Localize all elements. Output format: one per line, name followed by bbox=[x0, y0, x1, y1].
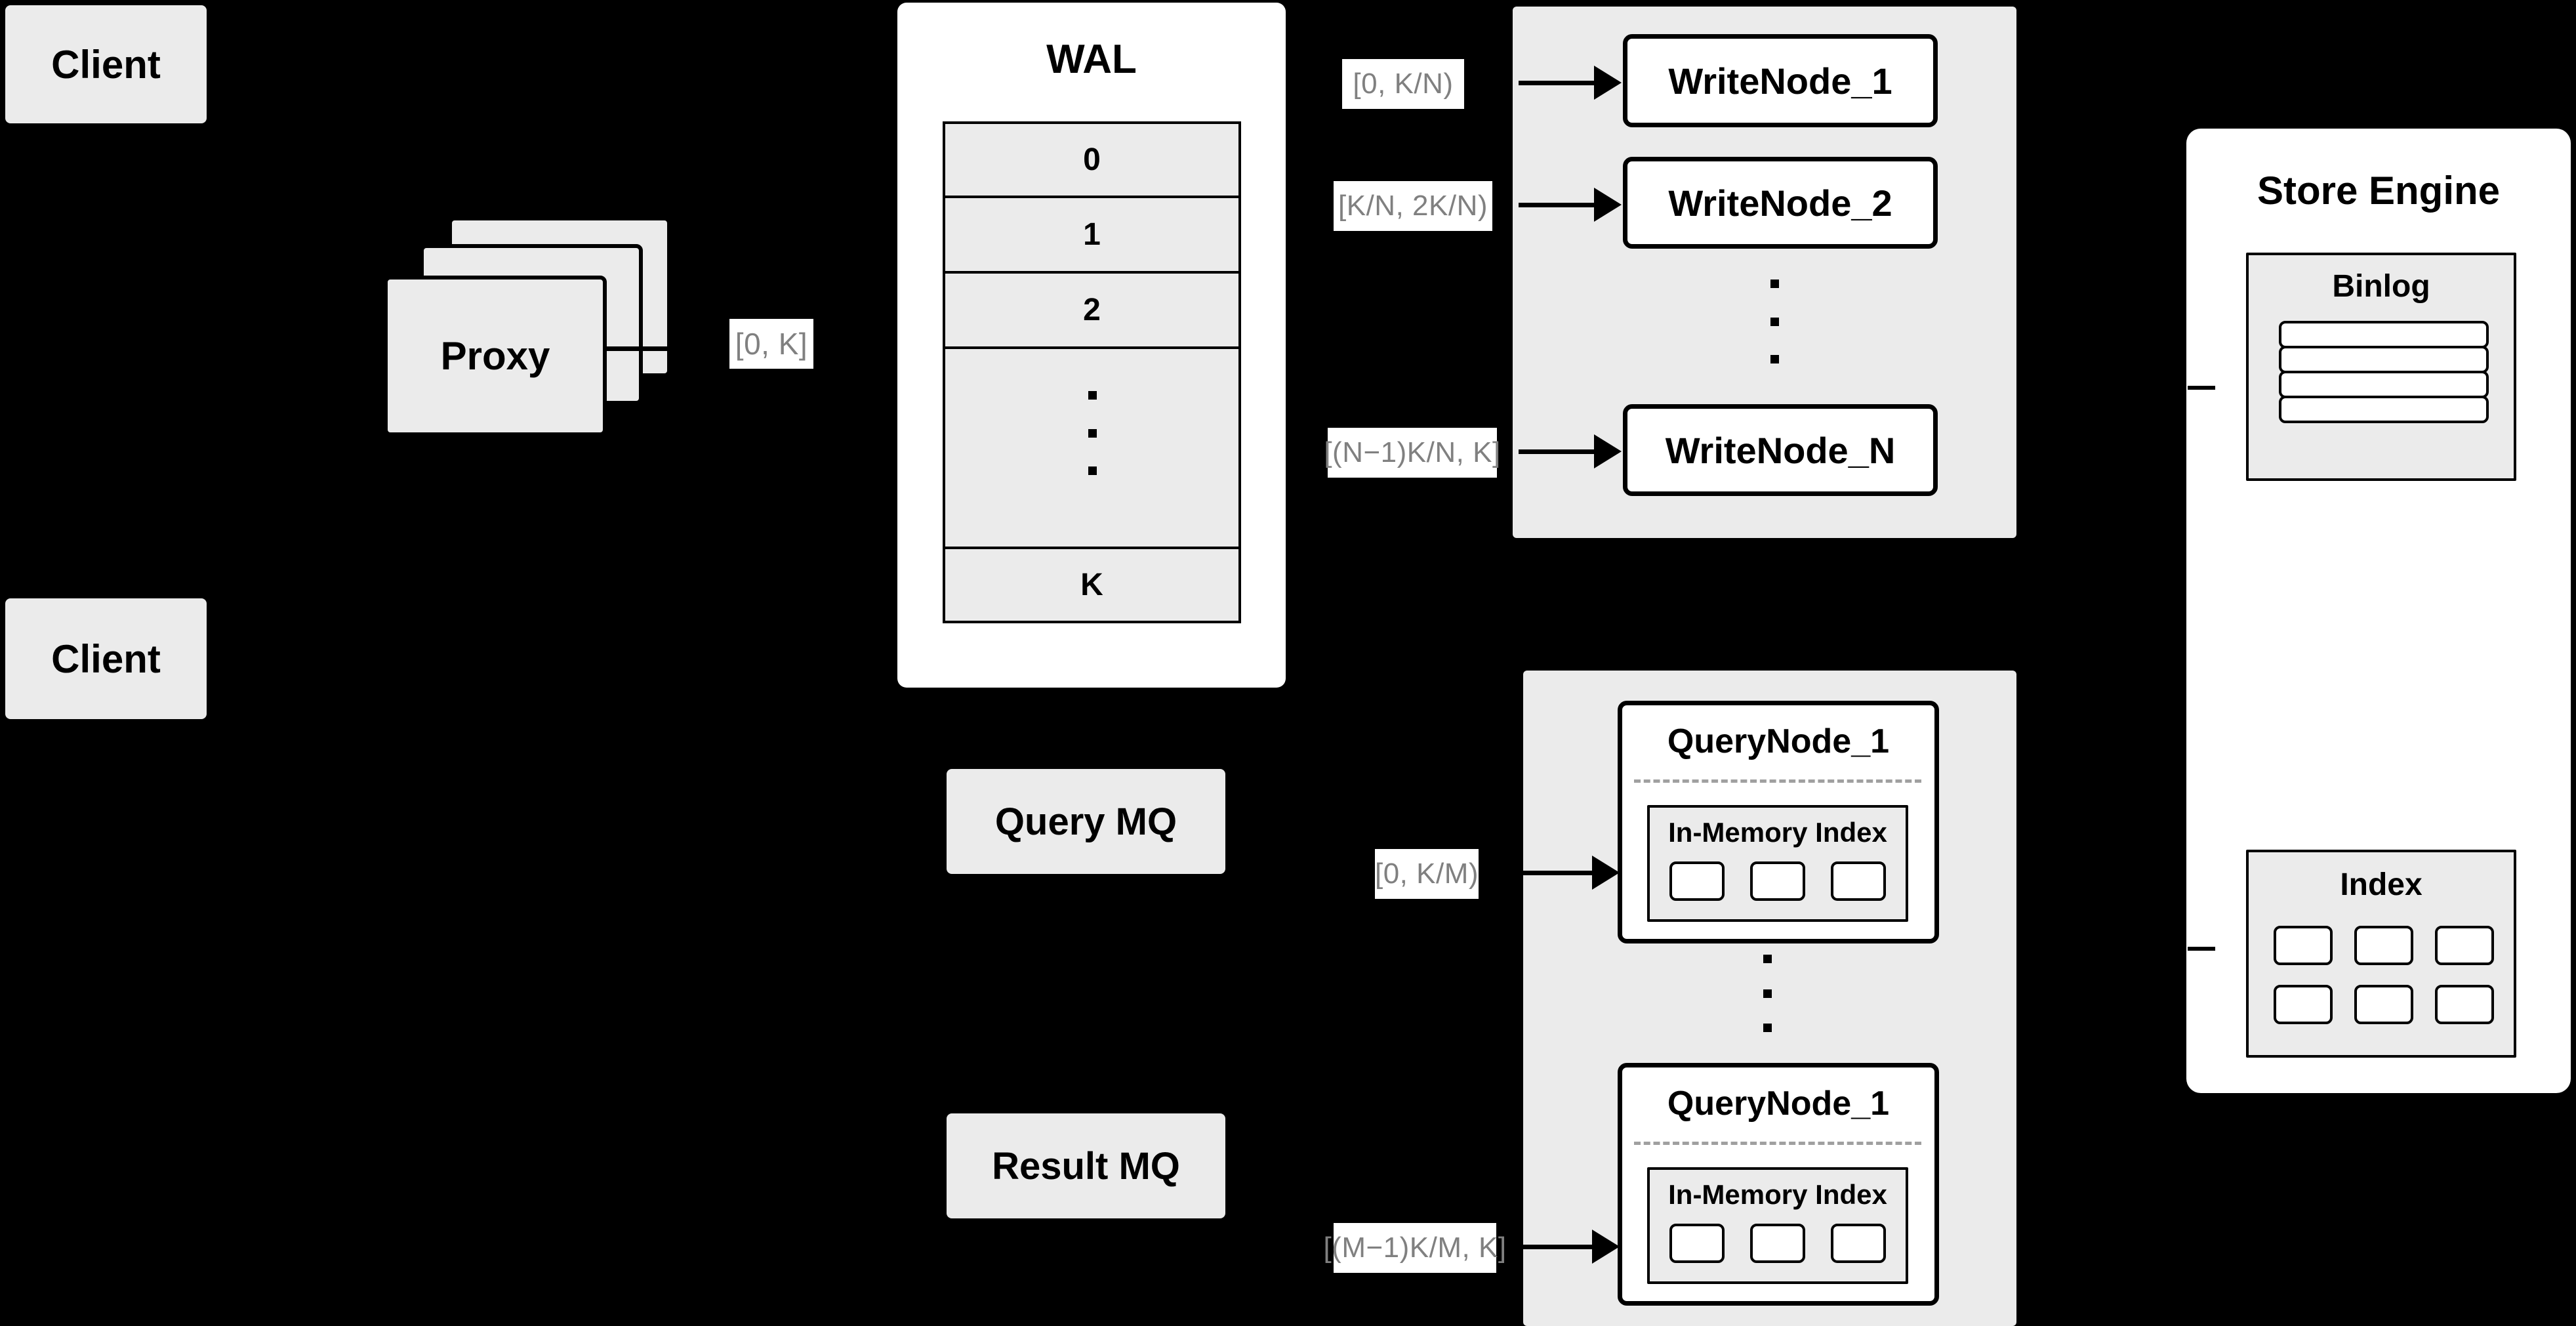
in-memory-index-slot[interactable] bbox=[1831, 1224, 1886, 1263]
client-box-2[interactable]: Client bbox=[5, 598, 207, 719]
query-node-1-inner-index-title: In-Memory Index bbox=[1668, 817, 1887, 848]
query-node-1-box[interactable]: QueryNode_1 In-Memory Index bbox=[1618, 701, 1939, 943]
in-memory-index-slot[interactable] bbox=[1669, 861, 1725, 901]
wal-row[interactable]: 2 bbox=[945, 274, 1238, 349]
query-node-1-inner-index-box: In-Memory Index bbox=[1647, 805, 1908, 922]
result-mq-box[interactable]: Result MQ bbox=[947, 1113, 1225, 1218]
binlog-slot[interactable] bbox=[2279, 396, 2489, 423]
result-mq-label: Result MQ bbox=[992, 1144, 1180, 1188]
binlog-inbound-arrow-line bbox=[2188, 386, 2215, 390]
wal-row-ellipsis bbox=[945, 349, 1238, 549]
write-node-1-arrow-line bbox=[1519, 81, 1596, 85]
write-node-2-arrow-line bbox=[1519, 203, 1596, 207]
wal-row-list: 0 1 2 K bbox=[943, 121, 1241, 623]
query-node-1-divider bbox=[1634, 779, 1921, 783]
in-memory-index-slot[interactable] bbox=[1750, 861, 1805, 901]
query-node-m-arrow-head-icon bbox=[1592, 1230, 1620, 1264]
write-node-n-range-label: [(N−1)K/N, K] bbox=[1324, 428, 1500, 478]
query-node-m-range-label: [(M−1)K/M, K] bbox=[1323, 1223, 1506, 1273]
index-box: Index bbox=[2246, 850, 2516, 1058]
query-node-1-arrow-head-icon bbox=[1592, 856, 1620, 890]
index-inbound-arrow-line bbox=[2188, 947, 2215, 951]
query-node-1-title: QueryNode_1 bbox=[1667, 722, 1890, 760]
index-slot[interactable] bbox=[2274, 985, 2333, 1024]
proxy-to-wal-line bbox=[607, 346, 731, 351]
index-slot[interactable] bbox=[2435, 985, 2494, 1024]
proxy-box[interactable]: Proxy bbox=[384, 276, 607, 436]
write-node-1-box[interactable]: WriteNode_1 bbox=[1623, 34, 1938, 127]
query-node-m-box[interactable]: QueryNode_1 In-Memory Index bbox=[1618, 1063, 1939, 1306]
query-node-m-inner-index-box: In-Memory Index bbox=[1647, 1167, 1908, 1284]
binlog-slot[interactable] bbox=[2279, 321, 2489, 348]
query-cluster-vertical-ellipsis-icon bbox=[1763, 955, 1772, 1032]
index-slot[interactable] bbox=[2354, 926, 2413, 965]
in-memory-index-slot[interactable] bbox=[1669, 1224, 1725, 1263]
client-box-1[interactable]: Client bbox=[5, 5, 207, 123]
client-label-2: Client bbox=[51, 636, 161, 681]
index-slot[interactable] bbox=[2435, 926, 2494, 965]
wal-row[interactable]: K bbox=[945, 549, 1238, 621]
client-label-1: Client bbox=[51, 42, 161, 87]
write-node-1-range-label: [0, K/N) bbox=[1342, 59, 1464, 109]
proxy-to-wal-range-label: [0, K] bbox=[729, 319, 813, 369]
write-cluster-vertical-ellipsis-icon bbox=[1770, 280, 1779, 363]
query-node-m-divider bbox=[1634, 1142, 1921, 1145]
proxy-label: Proxy bbox=[440, 334, 550, 378]
write-node-1-label: WriteNode_1 bbox=[1668, 60, 1892, 102]
index-slot[interactable] bbox=[2354, 985, 2413, 1024]
query-node-1-arrow-line bbox=[1517, 871, 1594, 875]
store-engine-title: Store Engine bbox=[2257, 168, 2501, 213]
query-node-1-range-label: [0, K/M) bbox=[1375, 849, 1479, 899]
write-node-2-range-label: [K/N, 2K/N) bbox=[1334, 181, 1492, 231]
wal-row[interactable]: 0 bbox=[945, 124, 1238, 198]
wal-title: WAL bbox=[1046, 36, 1137, 82]
write-node-n-arrow-head-icon bbox=[1594, 434, 1622, 468]
write-node-n-box[interactable]: WriteNode_N bbox=[1623, 404, 1938, 496]
binlog-slot[interactable] bbox=[2279, 371, 2489, 398]
query-node-m-title: QueryNode_1 bbox=[1667, 1085, 1890, 1123]
index-slot[interactable] bbox=[2274, 926, 2333, 965]
query-node-m-arrow-line bbox=[1517, 1245, 1594, 1249]
query-mq-label: Query MQ bbox=[994, 800, 1177, 843]
wal-vertical-ellipsis-icon bbox=[1088, 391, 1097, 475]
write-node-2-label: WriteNode_2 bbox=[1668, 182, 1892, 224]
binlog-box: Binlog bbox=[2246, 253, 2516, 481]
wal-row[interactable]: 1 bbox=[945, 198, 1238, 274]
binlog-title: Binlog bbox=[2332, 268, 2430, 304]
binlog-slot[interactable] bbox=[2279, 346, 2489, 373]
query-mq-box[interactable]: Query MQ bbox=[947, 769, 1225, 874]
write-node-2-arrow-head-icon bbox=[1594, 188, 1622, 222]
index-title: Index bbox=[2340, 867, 2423, 902]
write-node-2-box[interactable]: WriteNode_2 bbox=[1623, 157, 1938, 249]
write-node-1-arrow-head-icon bbox=[1594, 66, 1622, 100]
in-memory-index-slot[interactable] bbox=[1750, 1224, 1805, 1263]
query-node-m-inner-index-title: In-Memory Index bbox=[1668, 1179, 1887, 1210]
in-memory-index-slot[interactable] bbox=[1831, 861, 1886, 901]
write-node-n-arrow-line bbox=[1519, 449, 1596, 454]
write-node-n-label: WriteNode_N bbox=[1665, 429, 1896, 471]
